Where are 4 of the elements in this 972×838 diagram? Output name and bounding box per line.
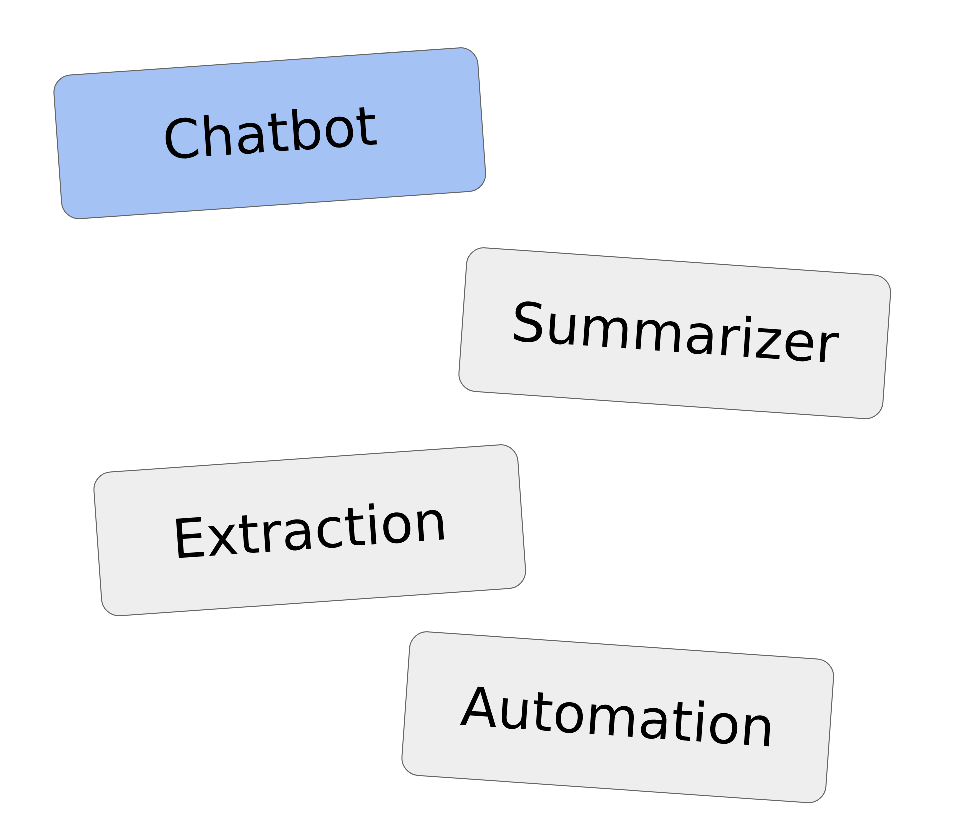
box-label: Summarizer	[509, 290, 841, 376]
box-label: Chatbot	[160, 94, 380, 172]
box-label: Extraction	[170, 488, 450, 572]
box-label: Automation	[458, 674, 778, 760]
